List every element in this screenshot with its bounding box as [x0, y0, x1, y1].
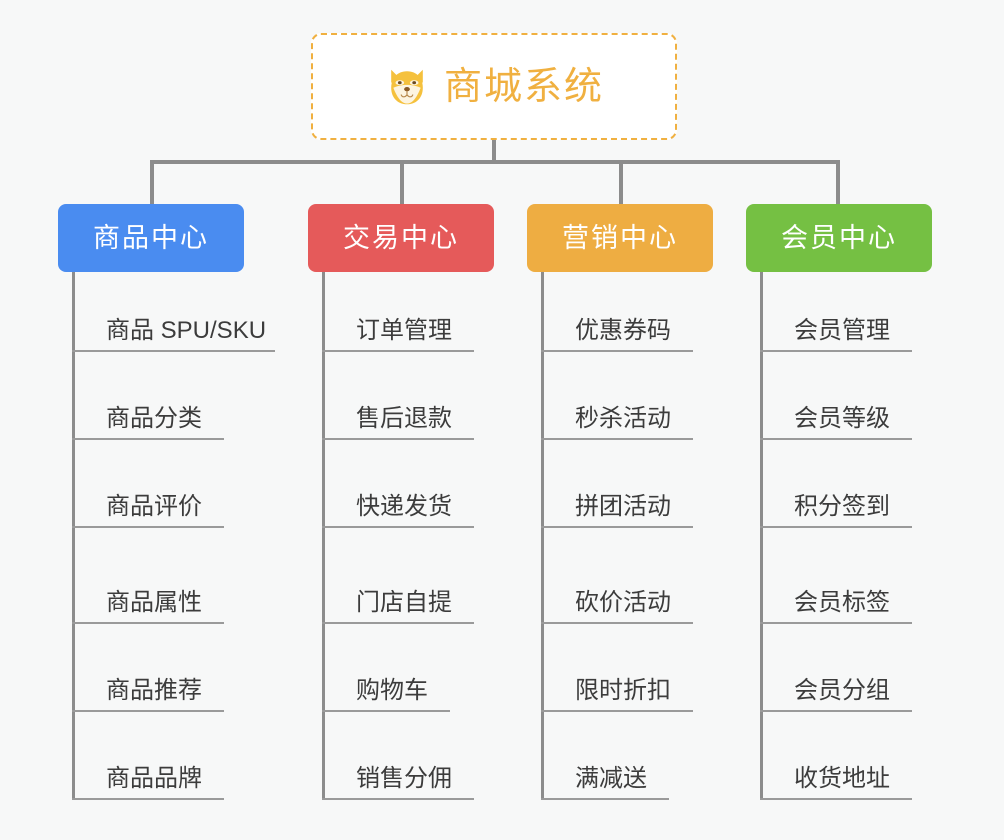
leaf-rule-0-2 — [72, 526, 224, 528]
leaf-rule-3-0 — [760, 350, 912, 352]
root-node-mall-system[interactable]: 商城系统 — [311, 33, 677, 140]
connector-drop-4 — [836, 160, 840, 206]
leaf-rule-0-0 — [72, 350, 275, 352]
leaf-label-2-4: 限时折扣 — [575, 677, 671, 704]
leaf-label-1-1: 售后退款 — [356, 405, 452, 432]
branch-spine-2 — [541, 272, 544, 800]
leaf-rule-1-2 — [322, 526, 474, 528]
leaf-label-1-4: 购物车 — [356, 677, 428, 704]
leaf-rule-2-0 — [541, 350, 693, 352]
leaf-rule-1-0 — [322, 350, 474, 352]
leaf-rule-1-4 — [322, 710, 450, 712]
category-label-3: 会员中心 — [781, 222, 897, 253]
connector-horizontal-bus — [150, 160, 840, 164]
category-node-2[interactable]: 营销中心 — [527, 204, 713, 272]
leaf-label-2-3: 砍价活动 — [575, 589, 671, 616]
branch-spine-3 — [760, 272, 763, 800]
category-node-1[interactable]: 交易中心 — [308, 204, 494, 272]
leaf-label-0-3: 商品属性 — [106, 589, 202, 616]
leaf-rule-3-2 — [760, 526, 912, 528]
leaf-rule-1-1 — [322, 438, 474, 440]
leaf-rule-3-5 — [760, 798, 912, 800]
leaf-label-2-5: 满减送 — [575, 765, 647, 792]
leaf-rule-1-3 — [322, 622, 474, 624]
root-node-label: 商城系统 — [443, 65, 604, 108]
leaf-rule-0-4 — [72, 710, 224, 712]
leaf-label-0-1: 商品分类 — [106, 405, 202, 432]
leaf-label-1-3: 门店自提 — [356, 589, 452, 616]
category-label-1: 交易中心 — [343, 222, 459, 253]
category-label-0: 商品中心 — [93, 222, 209, 253]
leaf-label-0-2: 商品评价 — [106, 493, 202, 520]
leaf-label-1-0: 订单管理 — [356, 317, 452, 344]
leaf-label-2-0: 优惠券码 — [575, 317, 671, 344]
leaf-label-3-5: 收货地址 — [794, 765, 890, 792]
leaf-rule-0-5 — [72, 798, 224, 800]
leaf-label-1-2: 快递发货 — [356, 493, 452, 520]
leaf-rule-2-2 — [541, 526, 693, 528]
leaf-rule-0-1 — [72, 438, 224, 440]
leaf-rule-0-3 — [72, 622, 224, 624]
connector-drop-1 — [150, 160, 154, 206]
leaf-rule-3-4 — [760, 710, 912, 712]
category-node-3[interactable]: 会员中心 — [746, 204, 932, 272]
leaf-rule-2-5 — [541, 798, 669, 800]
leaf-label-1-5: 销售分佣 — [356, 765, 452, 792]
category-label-2: 营销中心 — [562, 222, 678, 253]
leaf-label-3-1: 会员等级 — [794, 405, 890, 432]
leaf-rule-1-5 — [322, 798, 474, 800]
leaf-rule-3-1 — [760, 438, 912, 440]
leaf-label-3-2: 积分签到 — [794, 493, 890, 520]
connector-drop-3 — [619, 160, 623, 206]
shiba-dog-face-icon — [391, 69, 423, 104]
leaf-label-0-5: 商品品牌 — [106, 765, 202, 792]
branch-spine-1 — [322, 272, 325, 800]
leaf-label-0-0: 商品 SPU/SKU — [106, 317, 267, 344]
leaf-label-3-0: 会员管理 — [794, 317, 890, 344]
connector-drop-2 — [400, 160, 404, 206]
leaf-label-2-2: 拼团活动 — [575, 493, 671, 520]
connector-root-stub — [492, 140, 496, 164]
leaf-rule-2-1 — [541, 438, 693, 440]
leaf-rule-3-3 — [760, 622, 912, 624]
leaf-rule-2-3 — [541, 622, 693, 624]
leaf-label-0-4: 商品推荐 — [106, 677, 202, 704]
leaf-label-2-1: 秒杀活动 — [575, 405, 671, 432]
category-node-0[interactable]: 商品中心 — [58, 204, 244, 272]
branch-spine-0 — [72, 272, 75, 800]
leaf-rule-2-4 — [541, 710, 693, 712]
leaf-label-3-4: 会员分组 — [794, 677, 890, 704]
leaf-label-3-3: 会员标签 — [794, 589, 890, 616]
